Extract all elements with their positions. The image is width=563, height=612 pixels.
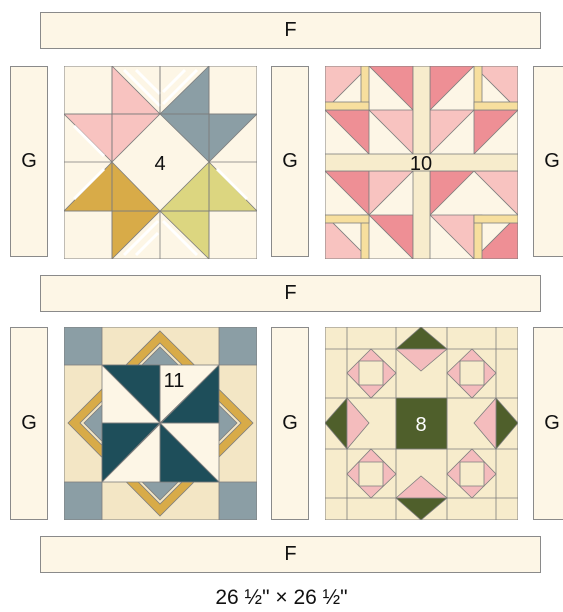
- sashing-g-row1-center: G: [271, 66, 309, 257]
- sashing-g-label: G: [544, 150, 560, 173]
- star-block: 4: [64, 66, 257, 259]
- block-number: 8: [415, 414, 426, 436]
- sashing-g-label: G: [282, 150, 298, 173]
- sashing-g-row1-left: G: [10, 66, 48, 257]
- sashing-f-middle: F: [40, 275, 541, 312]
- block-number: 10: [410, 153, 432, 175]
- green-flower-block: 8: [325, 327, 518, 520]
- sashing-g-label: G: [21, 412, 37, 435]
- block-number: 11: [164, 370, 185, 392]
- sashing-g-row2-right: G: [533, 327, 563, 520]
- sashing-f-top: F: [40, 12, 541, 49]
- sashing-f-label: F: [284, 543, 296, 566]
- navy-pinwheel-block: 11: [64, 327, 257, 520]
- sashing-g-row2-left: G: [10, 327, 48, 520]
- sashing-f-label: F: [284, 19, 296, 42]
- block-number: 4: [154, 153, 165, 175]
- quilt-size-caption: 26 ½" × 26 ½": [0, 586, 563, 610]
- sashing-f-bottom: F: [40, 536, 541, 573]
- sashing-g-label: G: [21, 150, 37, 173]
- pink-pinwheel-block: 10: [325, 66, 518, 259]
- sashing-g-label: G: [282, 412, 298, 435]
- sashing-f-label: F: [284, 282, 296, 305]
- sashing-g-row1-right: G: [533, 66, 563, 257]
- sashing-g-row2-center: G: [271, 327, 309, 520]
- sashing-g-label: G: [544, 412, 560, 435]
